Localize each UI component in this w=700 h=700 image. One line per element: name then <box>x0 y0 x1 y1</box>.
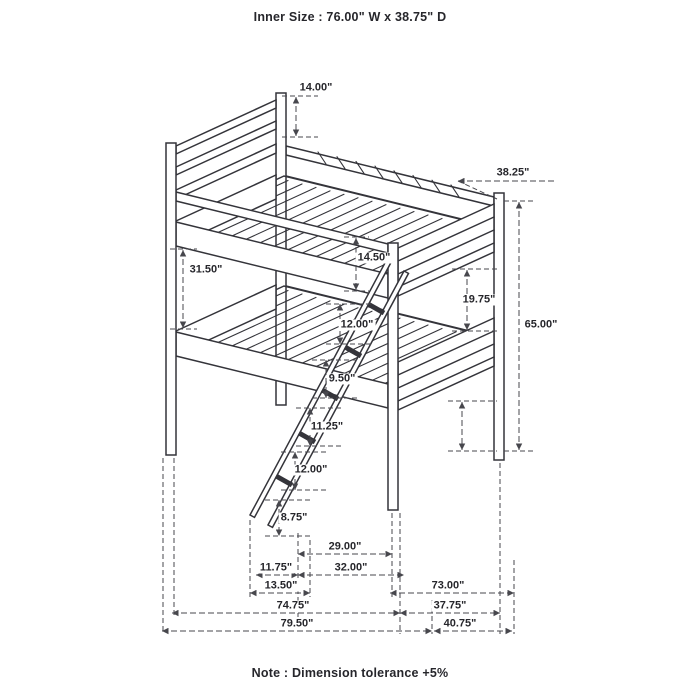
dim-top-depth: 38.25" <box>494 166 532 179</box>
dim-base-depth-inner: 37.75" <box>431 599 469 612</box>
dim-base-length-inner: 74.75" <box>274 599 312 612</box>
bed-structure <box>165 92 505 511</box>
dim-overall-length: 79.50" <box>278 617 316 630</box>
dim-overall-height: 65.00" <box>522 318 560 331</box>
dim-length-to-rear: 73.00" <box>429 579 467 592</box>
dim-ladder-step-2: 9.50" <box>326 372 358 385</box>
dim-ladder-foot-offset: 13.50" <box>262 579 300 592</box>
top-footboard-panel <box>397 202 495 298</box>
inner-size-title: Inner Size : 76.00" W x 38.75" D <box>253 10 447 24</box>
tolerance-note: Note : Dimension tolerance +5% <box>251 666 449 680</box>
front-right-post <box>387 242 399 511</box>
dim-ladder-step-4: 12.00" <box>292 463 330 476</box>
dim-ladder-step-3: 11.25" <box>308 420 346 433</box>
dim-ladder-offset: 11.75" <box>257 561 295 574</box>
dim-foot-panel-gap: 19.75" <box>460 293 498 306</box>
dim-ladder-step-5: 8.75" <box>278 511 310 524</box>
measure-arrows <box>162 97 556 635</box>
dim-bunk-gap: 31.50" <box>187 263 225 276</box>
dim-ladder-step-1: 12.00" <box>338 318 376 331</box>
dim-guard-rail-height: 14.50" <box>355 251 393 264</box>
top-bunk-slats <box>187 179 471 272</box>
front-left-post <box>165 142 177 456</box>
rear-right-post <box>493 192 505 461</box>
dim-ladder-base-span: 32.00" <box>332 561 370 574</box>
metal-rail-hatch <box>317 151 460 198</box>
dim-overall-depth: 40.75" <box>441 617 479 630</box>
dimension-lines <box>162 95 556 635</box>
dim-headboard-height: 14.00" <box>297 81 335 94</box>
dim-ladder-span: 29.00" <box>326 540 364 553</box>
